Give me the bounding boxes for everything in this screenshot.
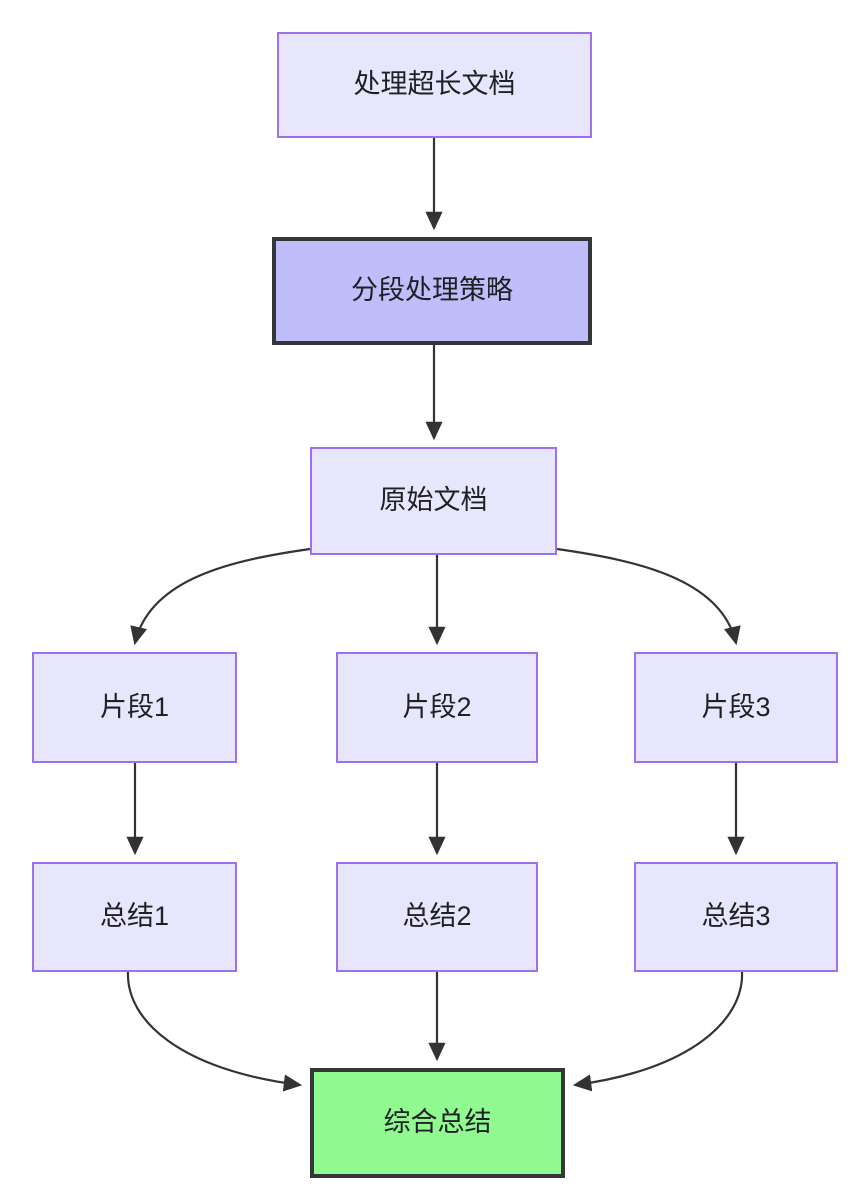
node-summary2[interactable]: 总结2: [336, 862, 538, 972]
node-strategy-label: 分段处理策略: [351, 275, 513, 306]
node-strategy[interactable]: 分段处理策略: [272, 237, 592, 345]
node-summary3-label: 总结3: [701, 901, 771, 932]
node-chunk1[interactable]: 片段1: [32, 652, 237, 763]
node-summary1[interactable]: 总结1: [32, 862, 237, 972]
node-chunk1-label: 片段1: [99, 691, 170, 722]
node-final-summary-label: 综合总结: [383, 1107, 492, 1138]
node-doc-long-label: 处理超长文档: [353, 69, 516, 100]
node-chunk3-label: 片段3: [701, 691, 771, 722]
edge-summary1-to-final-summary: [126, 971, 303, 1092]
node-source-doc-label: 原始文档: [379, 485, 488, 516]
node-chunk3[interactable]: 片段3: [634, 652, 838, 763]
node-final-summary[interactable]: 综合总结: [310, 1068, 565, 1178]
node-chunk2-label: 片段2: [402, 691, 472, 722]
edge-source-doc-to-chunk1: [130, 547, 311, 646]
node-summary1-label: 总结1: [99, 901, 170, 932]
edge-summary3-to-final-summary: [572, 971, 744, 1092]
node-source-doc[interactable]: 原始文档: [310, 447, 557, 555]
node-doc-long[interactable]: 处理超长文档: [277, 32, 592, 138]
node-summary2-label: 总结2: [402, 901, 472, 932]
node-chunk2[interactable]: 片段2: [336, 652, 538, 763]
edge-source-doc-to-chunk3: [556, 547, 741, 646]
node-summary3[interactable]: 总结3: [634, 862, 838, 972]
